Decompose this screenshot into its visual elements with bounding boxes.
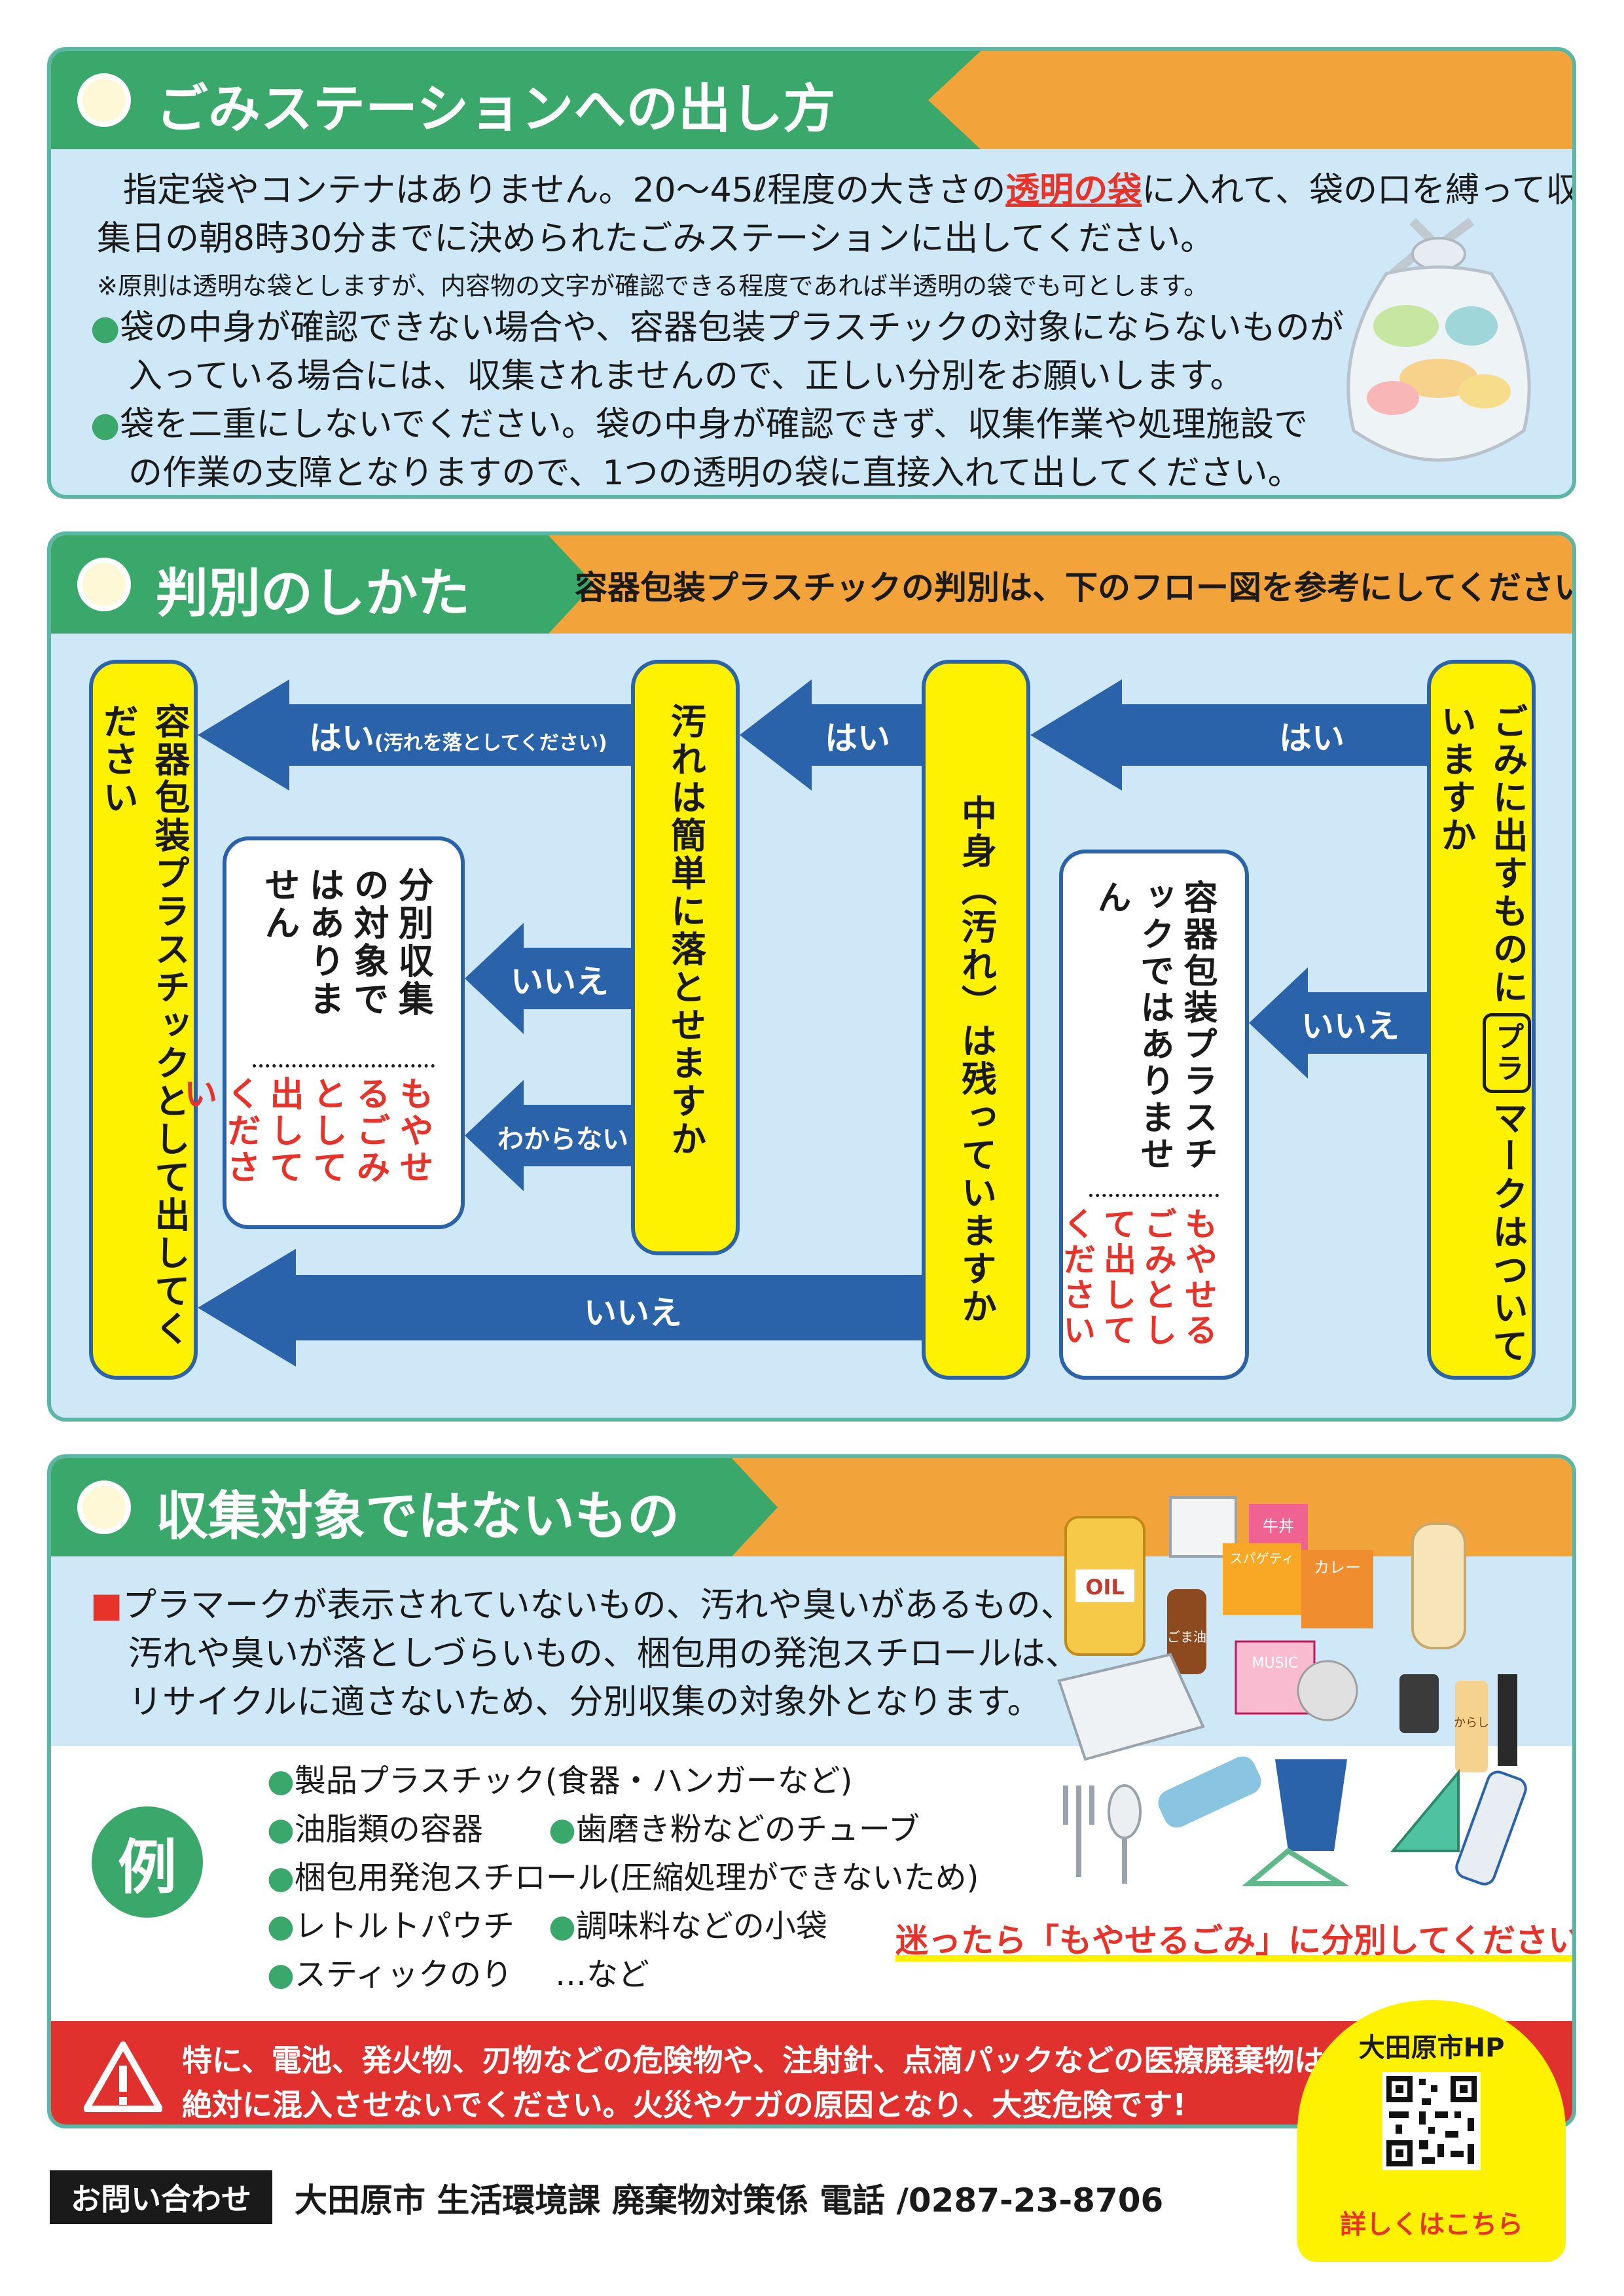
advice-text: 迷ったら「もやせるごみ」に分別してください。 bbox=[895, 1922, 1576, 1960]
no-arrow-1: いいえ bbox=[1249, 967, 1427, 1079]
section-header: 収集対象ではないもの bbox=[51, 1458, 1572, 1556]
intro-line-1: 指定袋やコンテナはありません。20〜45ℓ程度の大きさの透明の袋に入れて、袋の口… bbox=[123, 171, 1576, 210]
bullet-item: ●袋の中身が確認できない場合や、容器包装プラスチックの対象にならないものが bbox=[90, 308, 1344, 348]
example-item: ●調味料などの小袋 bbox=[549, 1908, 827, 1945]
bullet-circle-icon bbox=[77, 1480, 131, 1534]
section-header: 判別のしかた 容器包装プラスチックの判別は、下のフロー図を参考にしてください。 bbox=[51, 535, 1572, 634]
bullet-circle-icon bbox=[77, 558, 131, 611]
desc-line: リサイクルに適さないため、分別収集の対象外となります。 bbox=[128, 1683, 1041, 1722]
svg-text:牛丼: 牛丼 bbox=[1263, 1517, 1294, 1535]
yes-clean-arrow: はい(汚れを落としてください) bbox=[198, 679, 631, 791]
desc-line: ■プラマークが表示されていないもの、汚れや臭いがあるもの、 bbox=[90, 1586, 1075, 1625]
transparent-bag-highlight: 透明の袋 bbox=[1005, 171, 1142, 210]
svg-text:OIL: OIL bbox=[1085, 1575, 1125, 1600]
hp-title: 大田原市HP bbox=[1358, 2033, 1505, 2063]
svg-text:スパゲティ: スパゲティ bbox=[1230, 1551, 1295, 1566]
section-title: 判別のしかた bbox=[156, 563, 470, 624]
svg-text:MUSIC: MUSIC bbox=[1252, 1655, 1299, 1672]
yes-arrow-1: はい bbox=[1030, 679, 1427, 791]
svg-text:からし: からし bbox=[1454, 1716, 1489, 1730]
qr-code-icon[interactable] bbox=[1382, 2072, 1481, 2170]
bullet-item-cont: 入っている場合には、収集されませんので、正しい分別をお願いします。 bbox=[128, 357, 1244, 396]
example-item: ●梱包用発泡スチロール(圧縮処理ができないため) bbox=[267, 1859, 979, 1896]
non-collected-items-illustration: OIL 牛丼 スパゲティ カレー ごま油 MUSIC からし bbox=[1057, 1496, 1527, 1886]
section-title: ごみステーションへの出し方 bbox=[156, 79, 836, 139]
divider bbox=[1089, 1194, 1219, 1197]
note-text: ※原則は透明な袋としますが、内容物の文字が確認できる程度であれば半透明の袋でも可… bbox=[97, 272, 1209, 300]
header-orange-band bbox=[928, 51, 1572, 149]
example-item: ●製品プラスチック(食器・ハンガーなど) bbox=[267, 1763, 853, 1799]
hp-badge[interactable]: 大田原市HP 詳しくはこちら bbox=[1297, 2000, 1566, 2262]
pla-mark-icon: プラ bbox=[1483, 1013, 1531, 1093]
section-put-out: ごみステーションへの出し方 指定袋やコンテナはありません。20〜45ℓ程度の大き… bbox=[47, 47, 1576, 499]
yes-arrow-2: はい bbox=[740, 679, 922, 791]
transparent-bag-illustration bbox=[1346, 217, 1531, 462]
question-2-box: 中身（汚れ）は残っていますか bbox=[922, 660, 1030, 1380]
bullet-item: ●袋を二重にしないでください。袋の中身が確認できず、収集作業や処理施設で bbox=[90, 405, 1308, 444]
example-item: ●歯磨き粉などのチューブ bbox=[549, 1811, 920, 1848]
warning-line-2: 絶対に混入させないでください。火災やケガの原因となり、大変危険です! bbox=[182, 2087, 1187, 2123]
desc-line: 汚れや臭いが落としづらいもの、梱包用の発泡スチロールは、 bbox=[128, 1634, 1079, 1674]
bullet-circle-icon bbox=[77, 73, 131, 127]
contact-label: お問い合わせ bbox=[50, 2170, 272, 2224]
example-item: ●スティックのり bbox=[267, 1956, 513, 1993]
divider bbox=[253, 1064, 435, 1067]
section-header: ごみステーションへの出し方 bbox=[51, 51, 1572, 149]
no-arrow-3: いいえ bbox=[198, 1249, 922, 1367]
not-separate-box: 分別収集の対象ではありません もやせるごみとして出してください bbox=[177, 836, 465, 1229]
no-arrow-2: いいえ bbox=[465, 923, 631, 1034]
warning-line-1: 特に、電池、発火物、刃物などの危険物や、注射針、点滴パックなどの医療廃棄物は bbox=[182, 2043, 1325, 2078]
example-item: ●レトルトパウチ bbox=[267, 1908, 514, 1945]
section-judge: 判別のしかた 容器包装プラスチックの判別は、下のフロー図を参考にしてください。 … bbox=[47, 531, 1576, 1422]
not-plastic-box: 容器包装プラスチックではありません もやせるごみとして出してください bbox=[1058, 850, 1249, 1380]
section-subtitle: 容器包装プラスチックの判別は、下のフロー図を参考にしてください。 bbox=[575, 569, 1576, 607]
bullet-item-cont: の作業の支障となりますので、1つの透明の袋に直接入れて出してください。 bbox=[128, 454, 1302, 493]
example-item: …など bbox=[555, 1956, 650, 1993]
result-plastic-box: 容器包装プラスチックとして出してください bbox=[89, 660, 198, 1380]
section-not-collected: 収集対象ではないもの ■プラマークが表示されていないもの、汚れや臭いがあるもの、… bbox=[47, 1454, 1576, 2128]
svg-text:ごま油: ごま油 bbox=[1167, 1629, 1206, 1645]
bullet-dot-icon: ● bbox=[90, 405, 120, 444]
example-item: ●油脂類の容器 bbox=[267, 1811, 483, 1848]
example-badge: 例 bbox=[92, 1806, 203, 1918]
question-3-box: 汚れは簡単に落とせますか bbox=[631, 660, 740, 1255]
intro-line-2: 集日の朝8時30分までに決められたごみステーションに出してください。 bbox=[97, 219, 1215, 259]
question-1-box: ごみに出すものにプラマークはついていますか bbox=[1427, 660, 1536, 1380]
red-square-icon: ■ bbox=[90, 1586, 123, 1625]
unknown-arrow: わからない bbox=[465, 1080, 631, 1191]
contact-info: 大田原市 生活環境課 廃棄物対策係 電話 /0287-23-8706 bbox=[295, 2181, 1164, 2219]
svg-text:カレー: カレー bbox=[1314, 1558, 1361, 1577]
header-band bbox=[51, 535, 1572, 634]
header-band bbox=[51, 1458, 1572, 1556]
section-title: 収集対象ではないもの bbox=[156, 1486, 679, 1547]
hp-link[interactable]: 詳しくはこちら bbox=[1340, 2210, 1523, 2240]
bullet-dot-icon: ● bbox=[90, 308, 120, 348]
warning-icon bbox=[84, 2041, 162, 2112]
